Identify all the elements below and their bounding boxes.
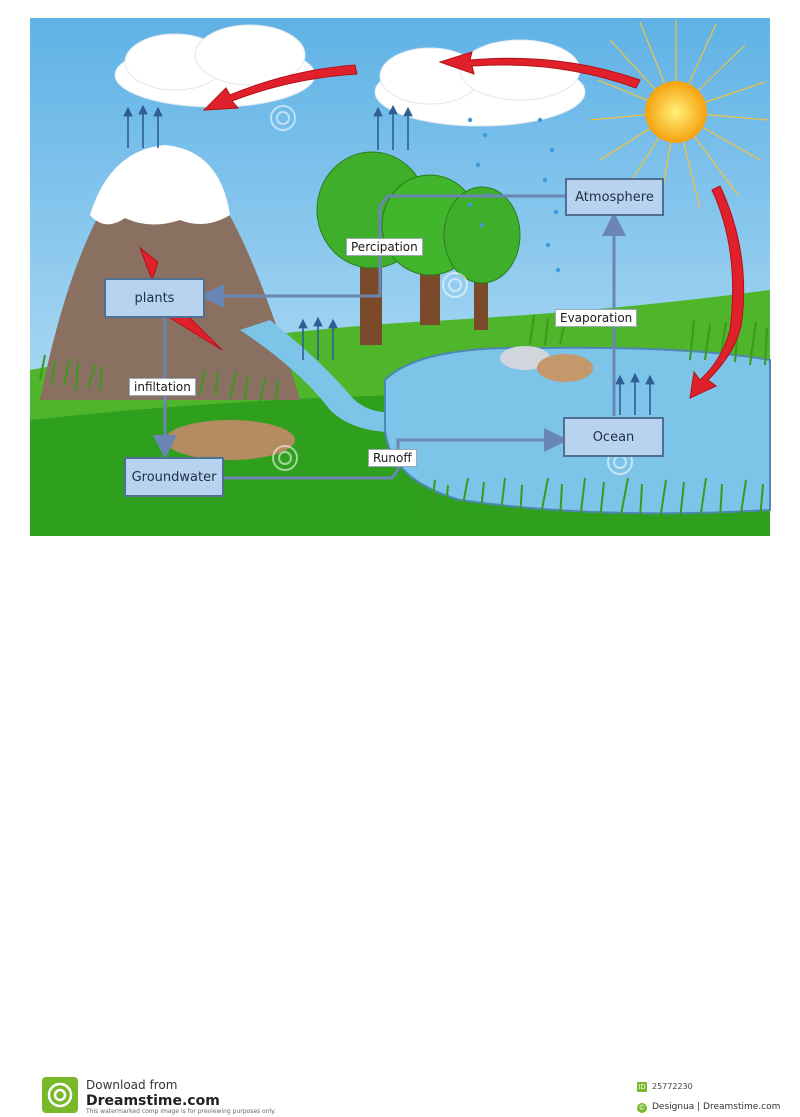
- tree-icon: [316, 151, 521, 345]
- label-runoff: Runoff: [368, 449, 417, 467]
- cloud-icon: [374, 39, 586, 127]
- rock-icon: [165, 346, 593, 460]
- footer: Download from Dreamstime.com This waterm…: [0, 536, 800, 1115]
- vapor-arrows: [123, 104, 655, 415]
- cycle-arrow: [138, 51, 745, 399]
- node-ocean: Ocean: [563, 417, 664, 457]
- copyright-icon: ©: [637, 1103, 647, 1113]
- node-plants: plants: [104, 278, 205, 318]
- connector-runoff: [224, 428, 568, 480]
- dreamstime-logo-icon: [42, 1077, 78, 1113]
- site-name[interactable]: Dreamstime.com: [86, 1093, 220, 1109]
- label-evaporation: Evaporation: [555, 309, 638, 327]
- label-infiltation: infiltation: [129, 378, 196, 396]
- cloud-icon: [114, 24, 316, 108]
- download-from-text: Download from: [86, 1078, 178, 1092]
- river: [240, 320, 430, 433]
- grass-icon: [39, 314, 768, 521]
- rain: [467, 117, 561, 273]
- connector-percipation: [200, 194, 566, 308]
- node-groundwater: Groundwater: [124, 457, 224, 497]
- preview-notice: This watermarked comp image is for previ…: [86, 1108, 276, 1115]
- id-badge-icon: ID: [637, 1082, 647, 1092]
- node-atmosphere: Atmosphere: [565, 178, 664, 216]
- label-percipation: Percipation: [346, 238, 423, 256]
- image-id: 25772230: [652, 1082, 693, 1091]
- credit-text: Designua | Dreamstime.com: [652, 1102, 781, 1112]
